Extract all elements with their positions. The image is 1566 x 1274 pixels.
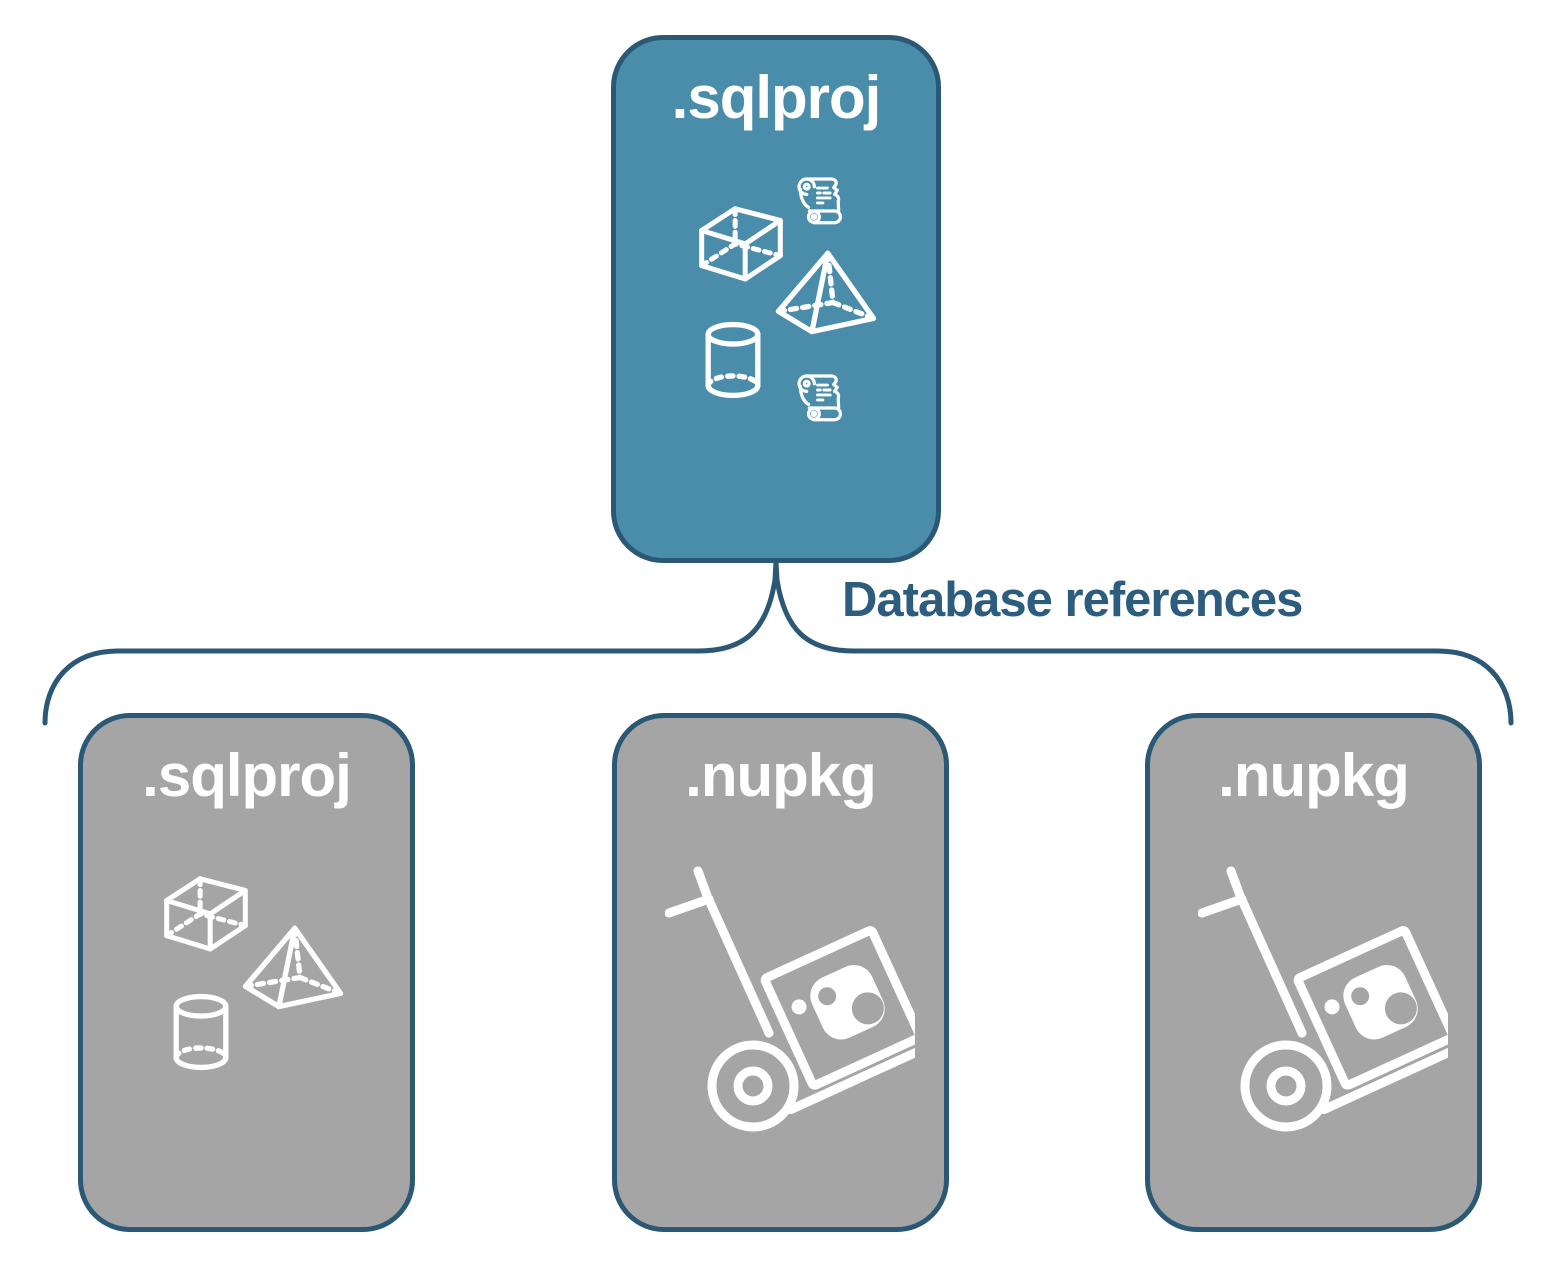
node-title: .sqlproj xyxy=(671,64,882,131)
database-cylinder-icon xyxy=(702,320,764,400)
script-scroll-icon xyxy=(795,372,849,426)
connector-label: Database references xyxy=(842,573,1303,627)
nuget-package-dolly-icon xyxy=(665,865,915,1165)
node-child-sqlproj: .sqlproj xyxy=(78,713,415,1232)
pyramid-icon xyxy=(773,248,879,336)
node-child-nupkg-1: .nupkg xyxy=(612,713,949,1232)
node-title: .sqlproj xyxy=(142,742,352,809)
node-title: .nupkg xyxy=(685,742,877,809)
script-scroll-icon xyxy=(795,175,849,229)
pyramid-icon xyxy=(240,923,346,1011)
cube-icon xyxy=(160,872,252,960)
node-title: .nupkg xyxy=(1218,742,1410,809)
node-root-sqlproj: .sqlproj xyxy=(611,35,941,563)
database-cylinder-icon xyxy=(170,992,232,1072)
nuget-package-dolly-icon xyxy=(1198,865,1448,1165)
node-child-nupkg-2: .nupkg xyxy=(1145,713,1482,1232)
